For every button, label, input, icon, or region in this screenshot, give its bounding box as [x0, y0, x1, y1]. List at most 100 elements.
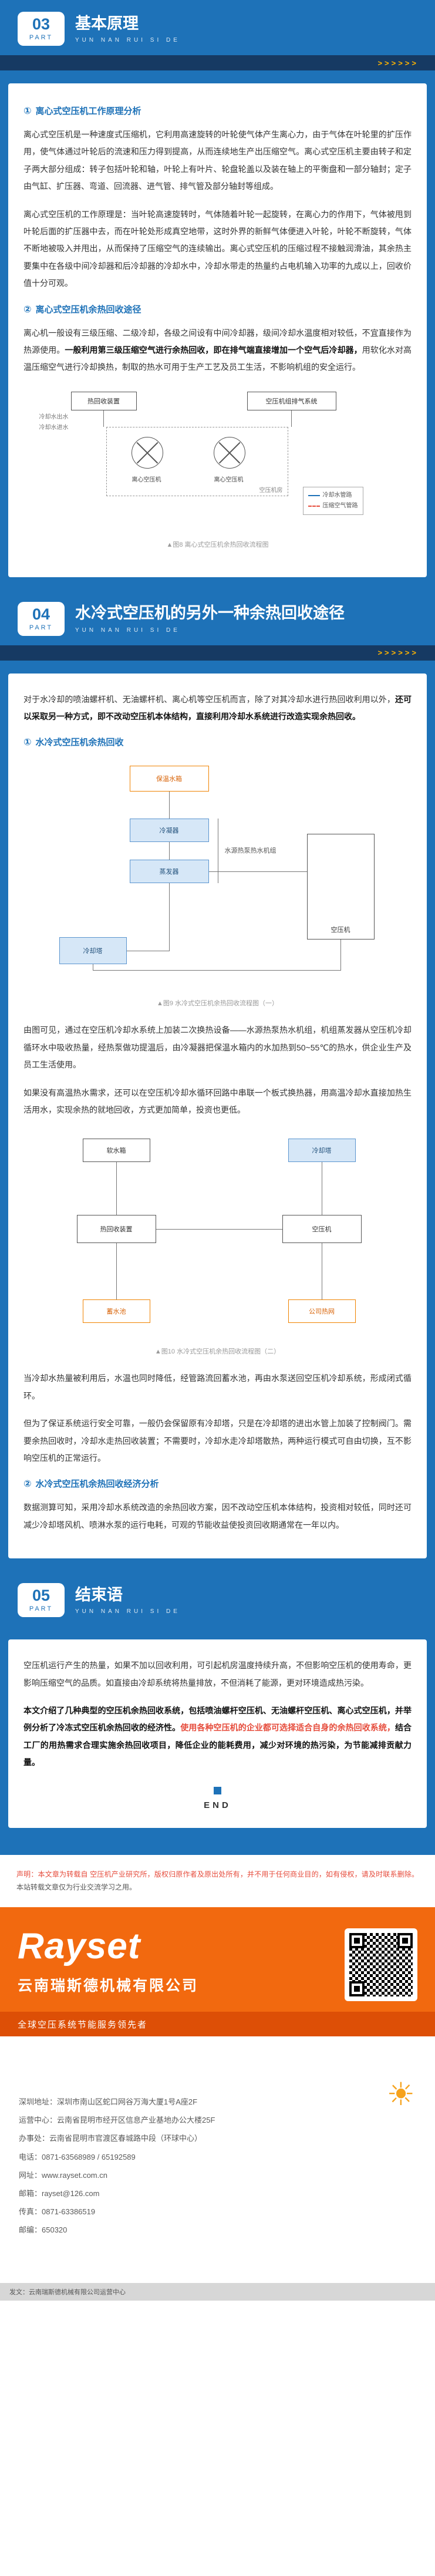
- legend-label: 压缩空气管路: [322, 502, 358, 509]
- figure-caption: ▲图9 水冷式空压机余热回收流程图（一）: [156, 1000, 279, 1008]
- text-run-red: 使用各种空压机的企业都可选择适合自身的余热回收系统，: [180, 1723, 395, 1733]
- connector-line: [340, 940, 341, 971]
- disclaimer: 声明：本文章为转载自 空压机产业研究所，版权归原作者及原出处所有，并不用于任何商…: [0, 1854, 435, 1908]
- section-04-header: 04 PART 水冷式空压机的另外一种余热回收途径 YUN NAN RUI SI…: [0, 590, 435, 661]
- connector-line: [208, 871, 307, 873]
- company-name: 云南瑞斯德机械有限公司: [18, 1978, 199, 1995]
- part-word: PART: [29, 1605, 53, 1613]
- qr-finder-icon: [349, 1933, 365, 1949]
- figure-legend: 冷却水管路 压缩空气管路: [302, 486, 363, 515]
- compressor-cabinet-box: 空压机: [306, 834, 375, 940]
- connector-line: [92, 970, 341, 971]
- figure-8-diagram[interactable]: 热回收装置 空压机组排气系统 冷却水出水 冷却水进水 离心空压机 离心空压机 空…: [36, 387, 400, 534]
- rayset-logo: Rayset: [18, 1926, 141, 1967]
- section-04-head-row: 04 PART 水冷式空压机的另外一种余热回收途径 YUN NAN RUI SI…: [0, 601, 435, 645]
- connector-line: [168, 792, 170, 819]
- part-word: PART: [29, 624, 53, 631]
- cooling-tower-box: 冷却塔: [288, 1139, 356, 1163]
- paragraph: 由图可见，通过在空压机冷却水系统上加装二次换热设备——水源热泵热水机组，机组蒸发…: [23, 1025, 412, 1070]
- spacer: [0, 2267, 435, 2283]
- paragraph: 离心机一般设有三级压缩、二级冷却，各级之间设有中间冷却器，级间冷却水温度相对较低…: [23, 325, 412, 376]
- contact-line-office: 办事处：云南省昆明市官渡区春城路中段（环球中心）: [19, 2134, 203, 2143]
- pipe-label: 冷却水出水: [39, 413, 69, 420]
- figure-9-diagram[interactable]: 保温水箱 冷凝器 蒸发器 水源热泵热水机组 冷却塔 空压机: [36, 757, 400, 992]
- heat-recovery-box: 热回收装置: [70, 391, 137, 410]
- circled-number-icon: ①: [23, 738, 32, 748]
- text-run: 离心机一般设有三级压缩、二级冷却，各级之间设有中间冷却器，级间冷却水温度相对较低…: [23, 328, 412, 355]
- subheading: ① 水冷式空压机余热回收: [23, 736, 412, 748]
- compressor-label: 空压机: [331, 927, 350, 934]
- divider-band: >>>>>>: [0, 645, 435, 661]
- fan-label: 离心空压机: [214, 476, 244, 483]
- section-03-card: ① 离心式空压机工作原理分析 离心式空压机是一种速度式压缩机，它利用高速旋转的叶…: [8, 83, 427, 577]
- connector-line: [291, 410, 292, 427]
- qr-finder-icon: [349, 1981, 365, 1997]
- contact-line-zip: 邮编：650320: [19, 2225, 68, 2235]
- bottom-bar: 发文：云南瑞斯德机械有限公司运营中心: [0, 2282, 435, 2301]
- connector-line: [156, 1229, 282, 1230]
- figure-10-diagram[interactable]: 软水箱 冷却塔 热回收装置 空压机 蓄水池 公司热网: [36, 1129, 400, 1341]
- subheading-text: 水冷式空压机余热回收: [35, 738, 124, 748]
- contact-line-fax: 传真：0871-63386519: [19, 2207, 96, 2217]
- part-badge-03: 03 PART: [18, 12, 65, 46]
- part-word: PART: [29, 34, 53, 41]
- section-05-card: 空压机运行产生的热量，如果不加以回收利用，可引起机房温度持续升高，不但影响空压机…: [8, 1639, 427, 1828]
- qr-finder-icon: [397, 1933, 413, 1949]
- end-square-icon: [214, 1786, 221, 1794]
- paragraph: 离心式空压机是一种速度式压缩机，它利用高速旋转的叶轮使气体产生离心力，由于气体在…: [23, 130, 412, 191]
- paragraph: 当冷却水热量被利用后，水温也同时降低，经管路流回蓄水池，再由水泵送回空压机冷却系…: [23, 1373, 412, 1400]
- text-run-bold: 还可以采取另一种方式，即不改动空压机本体结构，直接利用冷却水系统进行改造实现余热…: [23, 694, 412, 722]
- qr-pattern: [349, 1933, 413, 1997]
- contact-line-address-sz: 深圳地址：深圳市南山区蛇口网谷万海大厦1号A座2F: [19, 2097, 198, 2107]
- arrows-decoration: >>>>>>: [377, 58, 419, 68]
- subheading-text: 离心式空压机余热回收途径: [35, 304, 141, 315]
- circled-number-icon: ②: [23, 304, 32, 315]
- connector-line: [116, 1162, 117, 1215]
- connector-line: [116, 1243, 117, 1300]
- paragraph: 对于水冷却的喷油螺杆机、无油螺杆机、离心机等空压机而言，除了对其冷却水进行热回收…: [23, 691, 412, 726]
- compressor-box: 空压机: [282, 1215, 362, 1244]
- section-title: 结束语: [75, 1585, 123, 1604]
- brand-footer: Rayset 云南瑞斯德机械有限公司 全球空压系统节能服务领先者: [0, 1907, 435, 2037]
- text-run: 用软化水对高温压缩空气进行冷却换热，制取的热水可用于生产工艺及员工生活，不影响机…: [23, 345, 412, 372]
- end-label: END: [204, 1800, 231, 1810]
- disclaimer-red-text: 声明：本文章为转载自 空压机产业研究所，版权归原作者及原出处所有，并不用于任何商…: [16, 1870, 419, 1878]
- fan-icon: [131, 436, 163, 469]
- subheading: ② 水冷式空压机余热回收经济分析: [23, 1477, 412, 1490]
- paragraph: 空压机运行产生的热量，如果不加以回收利用，可引起机房温度持续升高，不但影响空压机…: [23, 1661, 412, 1688]
- contact-line-phone: 电话：0871-63568989 / 65192589: [19, 2152, 136, 2161]
- section-03-head-row: 03 PART 基本原理 YUN NAN RUI SI DE: [0, 12, 435, 55]
- storage-pool-box: 蓄水池: [82, 1299, 150, 1324]
- contact-line-website: 网址：www.rayset.com.cn: [19, 2170, 107, 2180]
- soft-water-tank-box: 软水箱: [82, 1139, 150, 1163]
- part-number: 03: [32, 15, 50, 33]
- heat-network-box: 公司热网: [288, 1299, 356, 1324]
- text-run-bold: 结合工厂的用热需求合理实施余热回收项目，降低企业的能耗费用，减少对环境的热污染，…: [23, 1723, 412, 1767]
- contact-info: 深圳地址：深圳市南山区蛇口网谷万海大厦1号A座2F 运营中心：云南省昆明市经开区…: [0, 2036, 435, 2268]
- paragraph: 离心式空压机的工作原理是：当叶轮高速旋转时，气体随着叶轮一起旋转，在离心力的作用…: [23, 209, 412, 288]
- heat-pump-label: 水源热泵热水机组: [224, 847, 276, 855]
- qr-code[interactable]: [345, 1928, 417, 2002]
- contact-line-operations: 运营中心：云南省昆明市经开区信息产业基地办公大楼25F: [19, 2116, 215, 2125]
- part-badge-04: 04 PART: [18, 601, 65, 636]
- section-03-header: 03 PART 基本原理 YUN NAN RUI SI DE >>>>>>: [0, 0, 435, 70]
- divider-band: >>>>>>: [0, 55, 435, 70]
- paragraph: 如果没有高温热水需求，还可以在空压机冷却水循环回路中串联一个板式换热器，用高温冷…: [23, 1087, 412, 1115]
- exhaust-system-box: 空压机组排气系统: [247, 391, 336, 410]
- legend-line-solid: [308, 494, 320, 496]
- section-05-header: 05 PART 结束语 YUN NAN RUI SI DE: [0, 1571, 435, 1627]
- connector-line: [103, 410, 104, 427]
- circled-number-icon: ②: [23, 1479, 32, 1490]
- contact-line-email: 邮箱：rayset@126.com: [19, 2189, 100, 2198]
- paragraph: 数据测算可知，采用冷却水系统改造的余热回收方案，因不改动空压机本体结构，投资相对…: [23, 1503, 412, 1530]
- insulated-tank-box: 保温水箱: [129, 766, 209, 792]
- connector-line: [168, 842, 170, 860]
- bottom-bar-text: 发文：云南瑞斯德机械有限公司运营中心: [9, 2288, 126, 2296]
- part-number: 05: [32, 1587, 50, 1605]
- subheading: ② 离心式空压机余热回收途径: [23, 303, 412, 315]
- legend-label: 冷却水管路: [322, 491, 352, 499]
- evaporator-box: 蒸发器: [129, 860, 209, 884]
- compressor-room-outline: 离心空压机 离心空压机 空压机房: [106, 426, 288, 496]
- pipe-label: 冷却水进水: [39, 424, 69, 431]
- part-number: 04: [32, 605, 50, 623]
